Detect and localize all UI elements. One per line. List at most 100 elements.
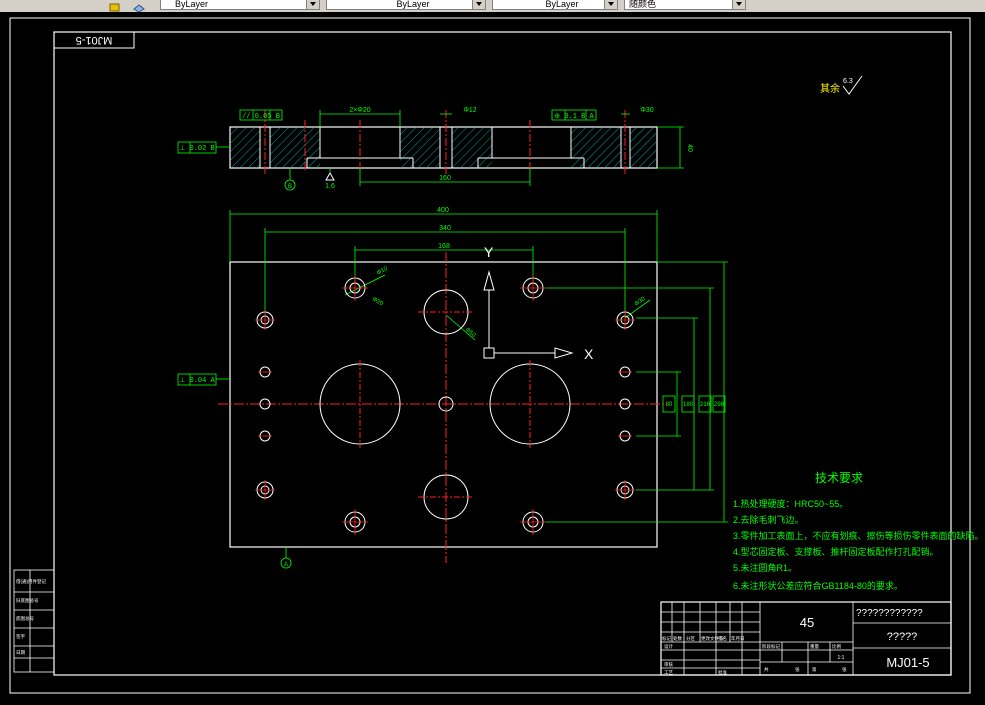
dim-dia-30: Φ30 bbox=[634, 296, 647, 308]
dim-height-216: 216 bbox=[700, 402, 711, 408]
left-strip-labels: 借(通)用件登记 旧底图总号 底图总号 签字 日期 bbox=[16, 578, 46, 656]
layer-combo-1-value: ByLayer bbox=[175, 0, 209, 9]
drawing-canvas[interactable]: MJ01-5 其余 6.3 bbox=[0, 12, 985, 700]
dim-dia-20: Φ20 bbox=[371, 297, 384, 308]
tb-label: 重量 bbox=[810, 643, 819, 650]
company-name: ???????????? bbox=[856, 608, 923, 619]
tb-label: 工艺 bbox=[664, 670, 673, 675]
chevron-down-icon[interactable] bbox=[604, 0, 617, 9]
tech-requirements: 技术要求 1.热处理硬度：HRC50~55。 2.去除毛刺飞边。 3.零件加工表… bbox=[733, 471, 984, 591]
linetype-combo-value: ByLayer bbox=[396, 0, 430, 9]
datum-a: A bbox=[284, 562, 288, 568]
tb-label: 分区 bbox=[686, 635, 695, 642]
chevron-down-icon[interactable] bbox=[472, 0, 485, 9]
dim-height-298: 298 bbox=[714, 402, 725, 408]
plotstyle-combo-value: 随颜色 bbox=[629, 0, 657, 9]
lineweight-combo[interactable]: ByLayer bbox=[492, 0, 618, 10]
surface-finish-value: 6.3 bbox=[843, 78, 853, 85]
tech-requirement-item: 4.型芯固定板、支撑板、推杆固定板配作打孔配销。 bbox=[733, 546, 939, 557]
chevron-down-icon[interactable] bbox=[306, 0, 319, 9]
drawing-number: MJ01-5 bbox=[886, 655, 929, 670]
hatch-segment bbox=[400, 127, 440, 168]
layer-combo-1[interactable]: ByLayer bbox=[160, 0, 320, 10]
tolerance-position: ⊕ 0.1 B A bbox=[554, 113, 594, 121]
mirrored-drawing-number: MJ01-5 bbox=[76, 34, 113, 46]
chevron-down-icon[interactable] bbox=[732, 0, 745, 9]
material-value: 45 bbox=[800, 615, 814, 630]
dim-hole-b: Φ12 bbox=[463, 107, 476, 114]
cad-drawing: MJ01-5 其余 6.3 bbox=[9, 17, 984, 694]
toolbar: ByLayer ByLayer ByLayer 随颜色 bbox=[0, 0, 985, 13]
tb-label: 第 bbox=[812, 666, 817, 673]
dim-height-80: 80 bbox=[666, 402, 673, 408]
axis-y-label: Y bbox=[484, 244, 494, 260]
dim-hole-a: 2×Φ20 bbox=[349, 107, 370, 114]
part-name: ????? bbox=[887, 631, 918, 643]
strip-label: 日期 bbox=[16, 650, 25, 656]
tb-label: 张 bbox=[842, 666, 847, 673]
section-view: 1.6 // 0.05 B ⊕ 0.1 B A ⊥ 0.02 B 2×Φ20 Φ… bbox=[177, 107, 693, 191]
hatch-segment bbox=[452, 127, 492, 168]
hatch-segment bbox=[270, 127, 320, 168]
tb-label: 设计 bbox=[664, 643, 673, 650]
layer-states-icon[interactable] bbox=[132, 0, 146, 13]
tb-label: 审核 bbox=[664, 661, 673, 668]
strip-label: 旧底图总号 bbox=[16, 597, 39, 604]
dim-width-168: 168 bbox=[438, 243, 450, 250]
strip-label: 借(通)用件登记 bbox=[16, 578, 46, 585]
tb-label: 共 bbox=[764, 666, 769, 673]
tech-requirement-item: 1.热处理硬度：HRC50~55。 bbox=[733, 498, 848, 509]
tb-label: 标记 bbox=[662, 635, 671, 642]
surface-finish-label: 其余 bbox=[820, 82, 840, 95]
tb-label: 更改文件号 bbox=[701, 635, 724, 642]
dim-dia-10: Φ10 bbox=[376, 265, 389, 276]
outer-frame bbox=[9, 17, 971, 694]
tolerance-parallel: // 0.05 B bbox=[242, 113, 280, 121]
plotstyle-combo[interactable]: 随颜色 bbox=[624, 0, 746, 10]
title-block-labels: 标记 处数 分区 更改文件号 签名 年月日 设计 审核 工艺 批准 阶段标记 重… bbox=[662, 635, 847, 676]
tech-requirement-item: 3.零件加工表面上，不应有划痕、擦伤等损伤零件表面的缺陷。 bbox=[733, 530, 984, 541]
dim-span: 160 bbox=[439, 175, 451, 182]
title-block bbox=[660, 601, 952, 676]
tolerance-flatness: ⊥ 0.02 B bbox=[179, 145, 215, 153]
tb-label: 处数 bbox=[673, 635, 682, 642]
layer-icon[interactable] bbox=[108, 0, 122, 12]
surface-finish-symbol bbox=[842, 75, 863, 95]
plan-view: 400 340 168 80 180 216 298 ⊥ 0.04 A A Φ1… bbox=[177, 207, 728, 569]
tb-label: 比例 bbox=[832, 643, 841, 650]
counterbored-holes bbox=[256, 277, 634, 533]
tech-requirement-item: 2.去除毛刺飞边。 bbox=[733, 514, 804, 525]
left-strip bbox=[13, 569, 55, 673]
strip-label: 底图总号 bbox=[16, 615, 34, 622]
inner-frame bbox=[53, 31, 952, 676]
mirrored-number-box bbox=[53, 31, 135, 49]
tech-requirement-item: 5.未注圆角R1。 bbox=[733, 562, 797, 573]
tb-label: 阶段标记 bbox=[762, 643, 780, 650]
dim-height-180: 180 bbox=[683, 402, 694, 408]
dim-width-total: 400 bbox=[437, 207, 449, 214]
dim-hole-c: Φ30 bbox=[640, 107, 653, 114]
hatch-segment bbox=[630, 127, 657, 168]
tb-label: 张 bbox=[795, 666, 800, 673]
tb-label: 批准 bbox=[718, 669, 727, 676]
lineweight-combo-value: ByLayer bbox=[545, 0, 579, 9]
ucs-icon bbox=[483, 270, 574, 359]
surface-mark-text: 1.6 bbox=[325, 183, 335, 190]
scale-value: 1:1 bbox=[838, 655, 845, 661]
tech-requirements-title: 技术要求 bbox=[815, 471, 863, 485]
axis-x-label: X bbox=[584, 346, 594, 362]
tb-label: 年月日 bbox=[731, 635, 745, 642]
dim-height: 40 bbox=[686, 144, 693, 152]
dim-width-340: 340 bbox=[439, 225, 451, 232]
center-hole bbox=[438, 396, 454, 412]
tolerance-perp: ⊥ 0.04 A bbox=[179, 377, 215, 385]
datum-b: B bbox=[288, 184, 292, 190]
tb-label: 签名 bbox=[718, 635, 727, 642]
strip-label: 签字 bbox=[16, 633, 25, 639]
dim-dia-50: Φ50 bbox=[464, 327, 477, 339]
linetype-combo[interactable]: ByLayer bbox=[326, 0, 486, 10]
hatch-segment bbox=[571, 127, 621, 168]
hatch-segment bbox=[230, 127, 260, 168]
surface-mark-triangle bbox=[325, 171, 335, 181]
tech-requirement-item: 6.未注形状公差应符合GB1184-80的要求。 bbox=[733, 580, 903, 591]
